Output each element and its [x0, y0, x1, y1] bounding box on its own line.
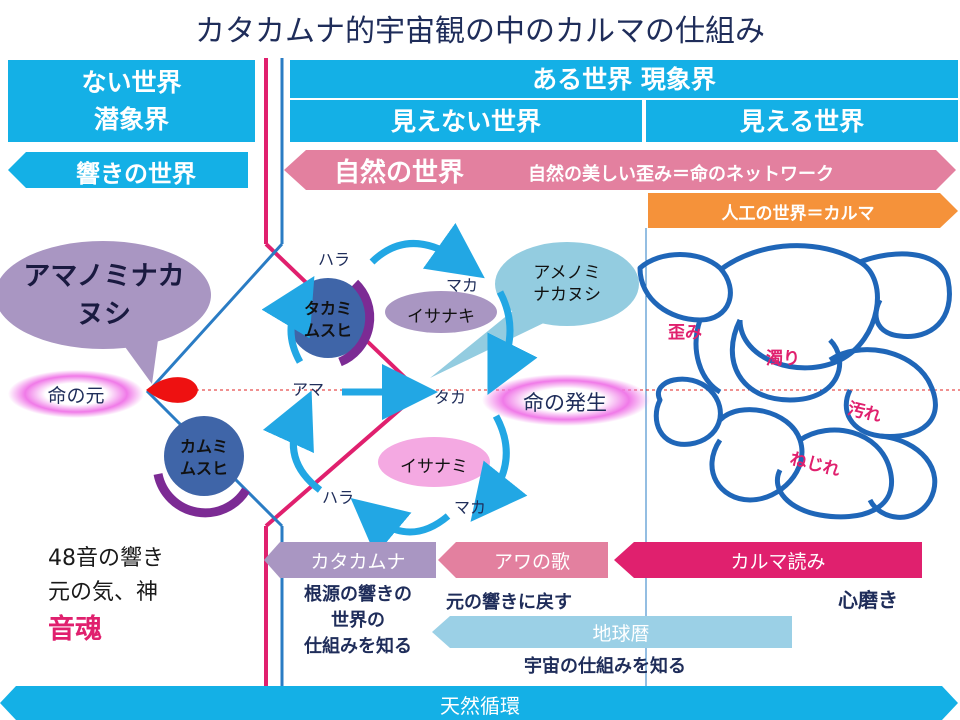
inochi-hassei-label: 命の発生: [523, 391, 607, 415]
band-resonance-label: 響きの世界: [76, 160, 196, 188]
page-title: カタカムナ的宇宙観の中のカルマの仕組み: [195, 14, 765, 49]
katakamuna-desc: 根源の響きの 世界の 仕組みを知る: [304, 584, 412, 657]
tennen-label: 天然循環: [440, 694, 520, 718]
katakamuna-label: カタカムナ: [310, 551, 406, 573]
izanami-oval: [378, 437, 490, 487]
arrow-karma-yomi: [614, 542, 922, 578]
kamumi-label: カムミ ムスヒ: [179, 437, 228, 478]
maka-bottom-label: マカ: [454, 498, 487, 517]
hara-bottom-label: ハラ: [322, 488, 355, 507]
awa-desc: 元の響きに戻す: [446, 592, 572, 613]
header-invisible-line2: 潜象界: [93, 105, 169, 134]
header-unseen-world: 見えない世界: [290, 100, 642, 142]
karma-yomi-label: カルマ読み: [730, 551, 826, 573]
karma-tangle: [637, 243, 952, 520]
karma-hizumi-label: 歪み: [668, 323, 702, 343]
izanagi-label: イサナキ: [407, 307, 475, 327]
origin-drop-icon: [146, 377, 198, 403]
arrow-awa: [438, 542, 608, 578]
header-visible-world: ある世界 現象界: [290, 60, 958, 98]
band-nature-label: 自然の世界: [334, 158, 465, 188]
kamumi-circle: [164, 416, 244, 496]
kamumi-arc-icon: [153, 472, 250, 518]
bottom-left-line1: 48音の響き: [48, 546, 164, 571]
header-invisible-line1: ない世界: [81, 68, 182, 97]
bottom-left-line3: 音魂: [48, 614, 102, 645]
band-resonance-arrow: [8, 152, 248, 188]
awa-label: アワの歌: [493, 551, 570, 573]
hara-top-label: ハラ: [318, 250, 351, 269]
band-nature-arrow: [284, 150, 956, 190]
chikyu-desc: 宇宙の仕組みを知る: [524, 656, 686, 677]
bottom-left-text: 48音の響き 元の気、神 音魂: [48, 542, 164, 650]
chikyu-label: 地球暦: [592, 623, 650, 645]
izanagi-oval: [385, 291, 497, 333]
takami-arc-icon: [338, 279, 375, 367]
amenomi-label: アメノミ ナカヌシ: [533, 263, 601, 305]
band-nature-sub-label: 自然の美しい歪み＝命のネットワーク: [528, 164, 834, 185]
arrow-chikyu: [432, 616, 792, 648]
taka-label: タカ: [434, 388, 467, 407]
header-seen-world: 見える世界: [646, 100, 958, 142]
arrow-tennen: [0, 686, 958, 720]
band-artificial-label: 人工の世界＝カルマ: [721, 204, 875, 224]
header-invisible-world: ない世界 潜象界: [8, 60, 255, 142]
arrow-katakamuna: [264, 542, 436, 578]
maka-top-label: マカ: [446, 276, 479, 295]
glow-inochi-moto: [8, 370, 144, 418]
speech-bubble-amanominaka: [0, 241, 211, 384]
band-artificial-arrow: [648, 193, 958, 228]
inochi-moto-label: 命の元: [47, 385, 105, 407]
karma-desc: 心磨き: [838, 588, 898, 612]
takami-label: タカミ ムスヒ: [303, 299, 352, 340]
amanominaka-label: アマノミナカ ヌシ: [23, 261, 185, 330]
karma-nigori-label: 濁り: [766, 349, 800, 369]
bottom-left-line2: 元の気、神: [48, 580, 159, 605]
ama-label: アマ: [292, 380, 325, 399]
cycle-arrows: [261, 222, 538, 556]
izanami-label: イサナミ: [400, 457, 468, 477]
